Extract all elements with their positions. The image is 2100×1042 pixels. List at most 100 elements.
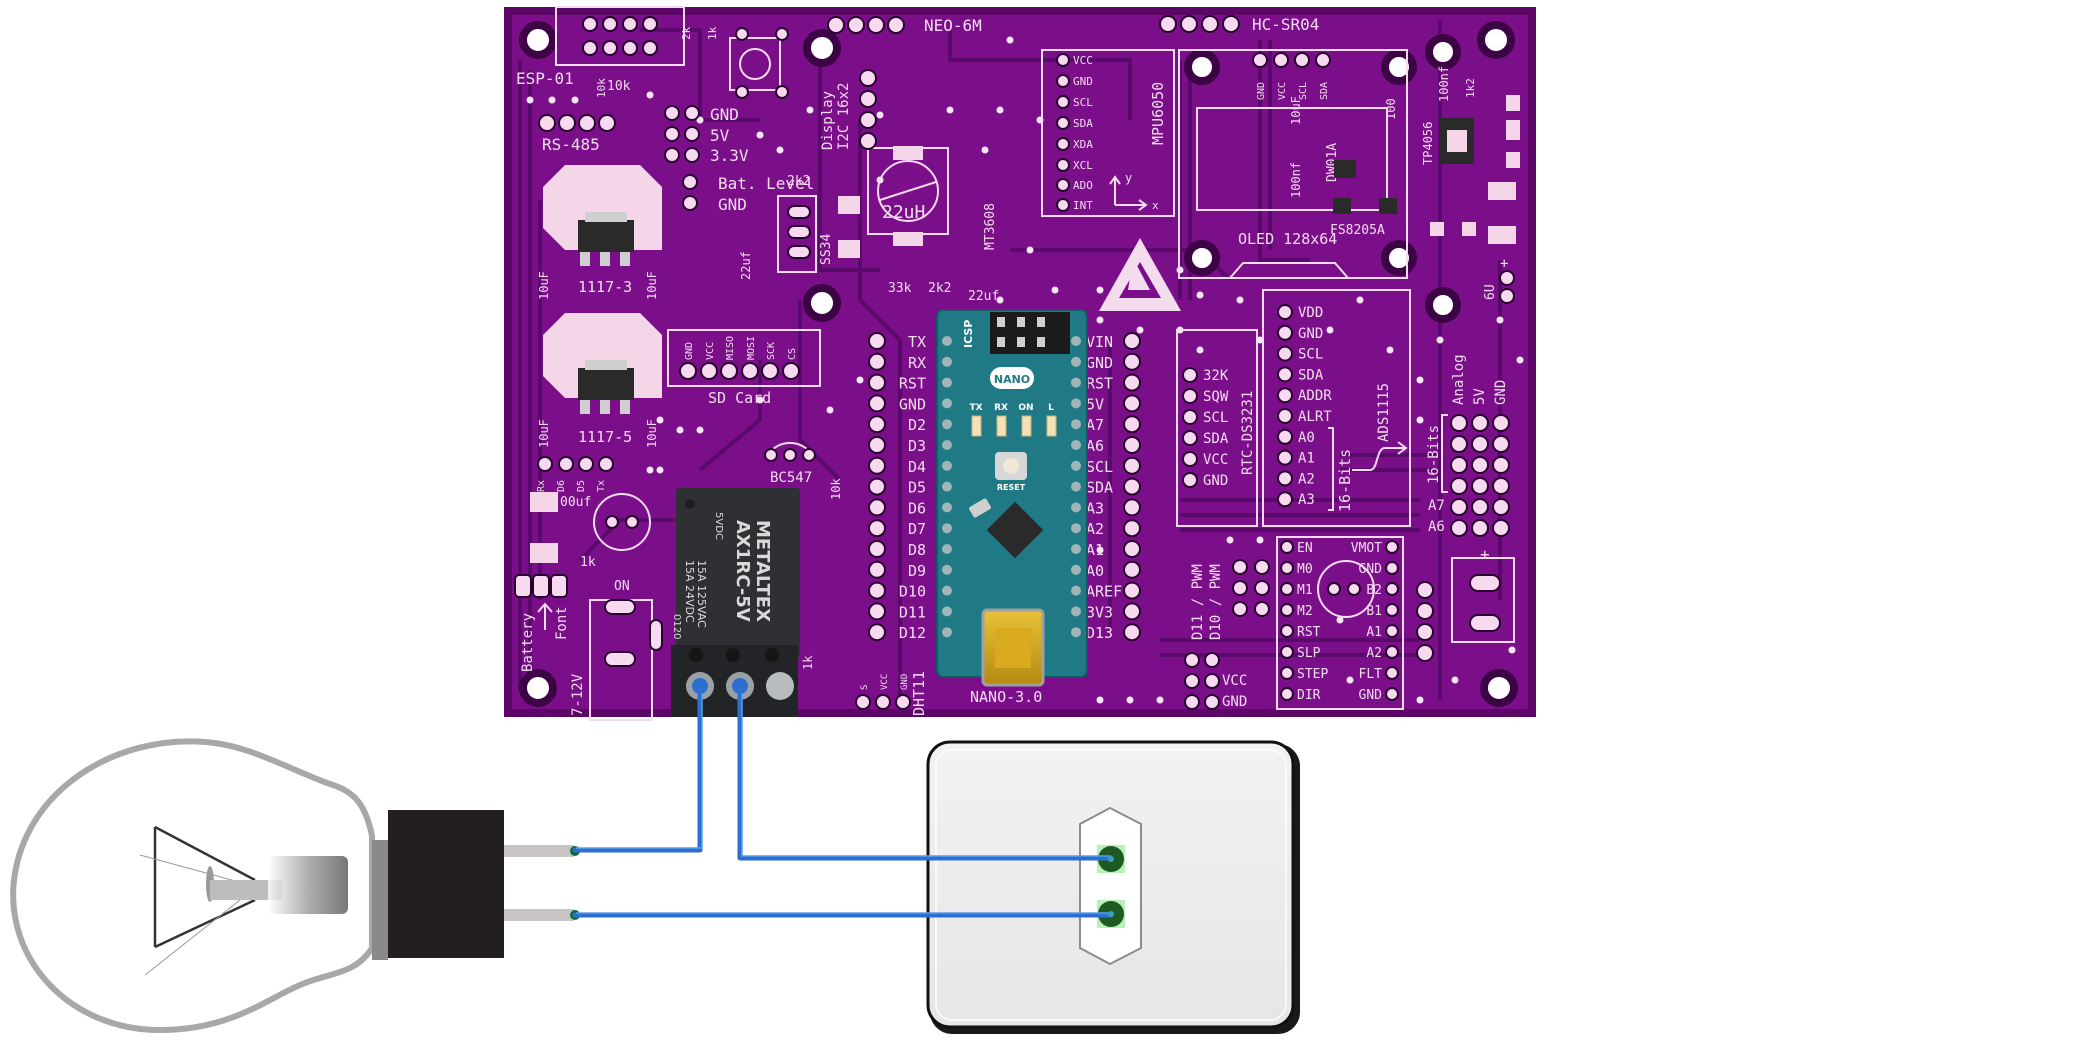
resistor-label: 1k xyxy=(801,655,815,670)
analog-pin xyxy=(1492,519,1510,537)
via xyxy=(1256,536,1264,544)
via xyxy=(826,406,834,414)
pin-label: VCC xyxy=(705,342,716,360)
via xyxy=(696,426,704,434)
nano-led-label: RX xyxy=(994,403,1008,413)
pin-label: INT xyxy=(1073,199,1093,212)
hcsr04-pin xyxy=(1222,15,1240,33)
analog-label: Analog xyxy=(1451,354,1467,405)
diode-label: SS34 xyxy=(819,234,834,265)
pin-label: S xyxy=(860,685,870,690)
bulb-base xyxy=(388,810,504,958)
analog-pin xyxy=(1471,414,1489,432)
driver-pin xyxy=(1280,582,1294,596)
resistor-label: 10k xyxy=(607,79,631,94)
pwm-pin xyxy=(1184,652,1200,668)
analog-pin xyxy=(1471,498,1489,516)
nano-pin xyxy=(1071,502,1081,513)
wall-socket xyxy=(926,740,1300,1034)
cap-label: 100nf xyxy=(1437,66,1451,102)
rtc-pin xyxy=(1182,451,1198,467)
via xyxy=(876,111,884,119)
mpu-pin xyxy=(1056,74,1070,88)
driver-pin xyxy=(1385,687,1399,701)
pin-label: GND xyxy=(899,395,926,413)
resistor-label: 1k xyxy=(580,555,596,570)
rtc-pin xyxy=(1182,388,1198,404)
serial-pin xyxy=(537,456,553,472)
via xyxy=(946,106,954,114)
nano-header-pin xyxy=(868,519,886,538)
vcc-label: VCC xyxy=(1222,673,1247,689)
via xyxy=(1196,291,1204,299)
font-label: Font xyxy=(554,606,570,640)
analog-pin xyxy=(1450,456,1468,474)
stepper-driver: ENM0M1M2RSTSLPSTEPDIRVMOTGNDB2B1A1A2FLTG… xyxy=(1276,536,1404,710)
mpu-pin xyxy=(1056,158,1070,172)
aux-pin xyxy=(1416,623,1434,641)
wire-relay-to-socket[interactable] xyxy=(737,683,1114,861)
terminal-screw[interactable] xyxy=(766,672,794,700)
pin-label: MISO xyxy=(725,336,736,360)
push-button xyxy=(729,27,789,99)
pin-label: A1 xyxy=(1366,625,1382,640)
pin-label: RST xyxy=(899,375,926,393)
mt3608-label: MT3608 xyxy=(983,203,998,250)
oled-pin xyxy=(1273,52,1289,68)
serial-pin xyxy=(578,456,594,472)
resistor-label: 1k2 xyxy=(1464,78,1477,98)
nano-header-pin xyxy=(868,373,886,392)
pwm-headers: D11 / PWM D10 / PWM VCC GND xyxy=(1184,559,1270,710)
fs8205a-label: FS8205A xyxy=(1330,223,1385,238)
pin-label: D6 xyxy=(908,499,926,517)
plus-label: + xyxy=(1480,545,1490,564)
nano-header-pin xyxy=(1123,436,1141,454)
nano-pin xyxy=(942,544,952,554)
nano-pin xyxy=(942,606,952,617)
sd-pin xyxy=(741,362,759,380)
via xyxy=(1136,326,1144,334)
pin-label: ALRT xyxy=(1298,409,1332,425)
pin-label: ADDR xyxy=(1298,388,1332,404)
sd-pin xyxy=(761,362,779,380)
pwm-pin xyxy=(1254,559,1270,575)
wire-relay-to-lamp[interactable] xyxy=(572,683,703,853)
pin-label: A6 xyxy=(1086,437,1104,455)
analog-pin xyxy=(1471,519,1489,537)
pin-label: D4 xyxy=(908,458,926,476)
transistor-bc547: BC547 10k xyxy=(764,441,843,500)
ads1115-label: ADS1115 xyxy=(1376,383,1392,442)
via xyxy=(1196,346,1204,354)
resistor-label: 2k2 xyxy=(928,281,951,296)
via xyxy=(1236,296,1244,304)
pin-label: A3 xyxy=(1086,499,1104,517)
pin-label: SCL xyxy=(1203,410,1228,426)
sd-pin xyxy=(782,362,800,380)
power-selector: Battery Font 7-12V xyxy=(514,574,586,716)
pin-label: A1 xyxy=(1086,541,1104,559)
via xyxy=(1416,376,1424,384)
analog-pin xyxy=(1450,519,1468,537)
hcsr04-header: HC-SR04 xyxy=(1159,15,1319,34)
dht11-pin xyxy=(855,694,871,710)
cap-label: 22uf xyxy=(968,289,999,304)
nano-pin xyxy=(1071,481,1081,492)
rs485-pin xyxy=(578,114,596,132)
icsp-pin xyxy=(997,317,1005,327)
esp01-pin xyxy=(582,16,598,32)
nano-header-pin xyxy=(1123,394,1141,413)
nano-header-pin xyxy=(1123,456,1141,475)
inductor-label: 22uH xyxy=(882,202,925,223)
analog-pin xyxy=(1450,477,1468,495)
aux-pin xyxy=(1416,602,1434,620)
ads1115-pin xyxy=(1277,449,1293,466)
mpu-pin xyxy=(1056,178,1070,192)
ads1115-pin xyxy=(1277,324,1293,341)
via xyxy=(646,91,654,99)
mpu-pin xyxy=(1056,116,1070,130)
nano-header-pin xyxy=(868,332,886,350)
